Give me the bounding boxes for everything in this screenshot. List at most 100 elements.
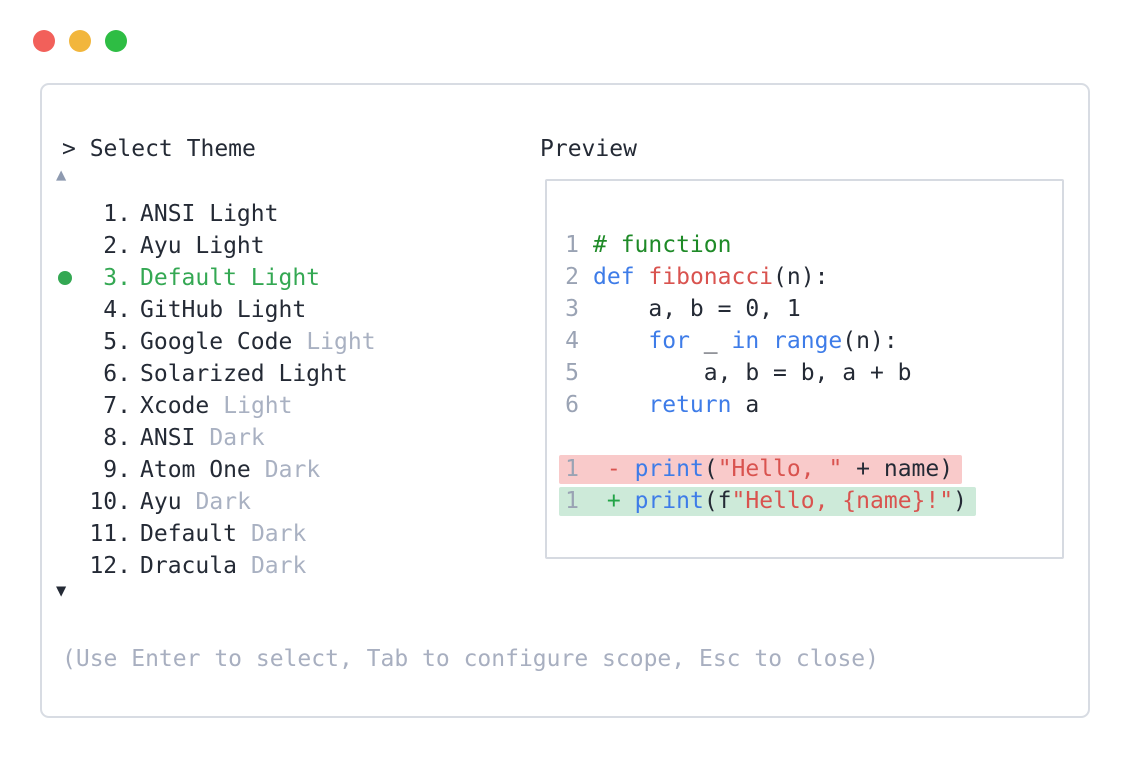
code-token: [621, 456, 635, 482]
theme-item-name: Xcode: [140, 393, 210, 419]
theme-item-name: Ayu Light: [140, 233, 265, 259]
line-number: 3: [565, 296, 579, 322]
diff-highlight: 1 - print("Hello, " + name): [559, 455, 963, 484]
theme-item-variant: Dark: [195, 489, 251, 515]
code-token: [635, 264, 649, 290]
code-token: range: [773, 328, 843, 354]
theme-item-name: GitHub Light: [140, 297, 307, 323]
theme-item-number: 12.: [89, 553, 131, 579]
code-token: [593, 392, 648, 418]
theme-item-name: Dracula: [140, 553, 237, 579]
code-token: ): [953, 488, 967, 514]
code-token: "Hello, ": [717, 456, 843, 482]
theme-item-name: Ayu: [140, 489, 182, 515]
code-token: a, b = 0, 1: [593, 296, 801, 322]
code-line: 2 def fibonacci(n):: [565, 261, 1062, 293]
select-theme-prompt: > Select Theme: [62, 136, 256, 162]
code-token: (n):: [773, 264, 829, 290]
code-token: (n):: [842, 328, 898, 354]
line-number: 1: [565, 488, 579, 514]
theme-list-item[interactable]: 12. Dracula Dark: [62, 550, 502, 582]
theme-list: 1. ANSI Light 2. Ayu Light 3. Default Light 4.…: [58, 198, 502, 582]
diff-highlight: 1 + print(f"Hello, {name}!"): [559, 487, 976, 516]
diff-line-removed: 1 - print("Hello, " + name): [559, 453, 1062, 485]
minimize-button[interactable]: [69, 30, 91, 52]
theme-list-item[interactable]: 9. Atom One Dark: [62, 454, 502, 486]
code-token: a: [731, 392, 760, 418]
theme-item-number: 5.: [103, 329, 131, 355]
line-number: 6: [565, 392, 579, 418]
help-text: (Use Enter to select, Tab to configure s…: [62, 646, 879, 672]
theme-item-number: 4.: [103, 297, 131, 323]
code-token: [621, 488, 635, 514]
line-number: 5: [565, 360, 579, 386]
code-line: 5 a, b = b, a + b: [565, 357, 1062, 389]
code-token: (f: [703, 488, 732, 514]
line-number: 4: [565, 328, 579, 354]
scroll-down-icon[interactable]: ▼: [56, 581, 67, 601]
code-token: [593, 456, 607, 482]
code-token: _: [689, 328, 732, 354]
line-number: 2: [565, 264, 579, 290]
code-line: 4 for _ in range(n):: [565, 325, 1062, 357]
theme-list-item[interactable]: 2. Ayu Light: [62, 230, 502, 262]
code-line: [565, 421, 1062, 453]
code-token: print: [634, 488, 704, 514]
code-token: # function: [593, 232, 732, 258]
theme-item-number: 8.: [103, 425, 131, 451]
theme-item-name: Solarized Light: [140, 361, 348, 387]
code-token: fibonacci: [648, 264, 774, 290]
theme-item-number: 2.: [103, 233, 131, 259]
theme-list-item[interactable]: 6. Solarized Light: [62, 358, 502, 390]
code-token: -: [606, 456, 621, 482]
theme-item-number: 9.: [103, 457, 131, 483]
theme-item-name: ANSI: [140, 425, 196, 451]
theme-list-item[interactable]: 3. Default Light: [58, 262, 502, 294]
theme-item-variant: Light: [306, 329, 376, 355]
theme-item-variant: Dark: [264, 457, 321, 483]
scroll-up-icon[interactable]: ▲: [56, 165, 67, 185]
theme-item-number: 10.: [89, 489, 131, 515]
theme-item-name: Atom One: [140, 457, 251, 483]
theme-list-item[interactable]: 10. Ayu Dark: [62, 486, 502, 518]
preview-label: Preview: [540, 136, 637, 162]
maximize-button[interactable]: [105, 30, 127, 52]
theme-item-number: 11.: [89, 521, 131, 547]
code-token: [593, 328, 648, 354]
code-token: (: [703, 456, 718, 482]
theme-item-number: 3.: [103, 265, 131, 291]
selected-bullet-icon: [58, 271, 72, 285]
diff-line-added: 1 + print(f"Hello, {name}!"): [559, 485, 1062, 517]
code-token: a, b = b, a + b: [593, 360, 912, 386]
code-line: 6 return a: [565, 389, 1062, 421]
code-token: def: [593, 264, 635, 290]
code-token: "Hello, {name}!": [731, 488, 954, 514]
theme-item-name: ANSI Light: [140, 201, 279, 227]
code-token: [593, 488, 607, 514]
line-number: 1: [565, 232, 579, 258]
theme-list-item[interactable]: 1. ANSI Light: [62, 198, 502, 230]
code-token: +: [606, 488, 621, 514]
theme-item-number: 6.: [103, 361, 131, 387]
theme-item-variant: Dark: [250, 521, 307, 547]
theme-list-item[interactable]: 4. GitHub Light: [62, 294, 502, 326]
code-token: for: [648, 328, 690, 354]
theme-item-name: Default Light: [140, 265, 321, 291]
theme-item-variant: Dark: [250, 553, 307, 579]
theme-item-number: 1.: [103, 201, 131, 227]
close-button[interactable]: [33, 30, 55, 52]
window-controls: [33, 30, 141, 52]
theme-item-number: 7.: [103, 393, 131, 419]
code-token: return: [648, 392, 732, 418]
code-token: print: [634, 456, 704, 482]
theme-selector-panel: > Select Theme Preview ▲ 1. ANSI Light 2. A…: [40, 83, 1090, 718]
code-token: + name): [842, 456, 954, 482]
code-line: 3 a, b = 0, 1: [565, 293, 1062, 325]
code-line: 1 # function: [565, 229, 1062, 261]
